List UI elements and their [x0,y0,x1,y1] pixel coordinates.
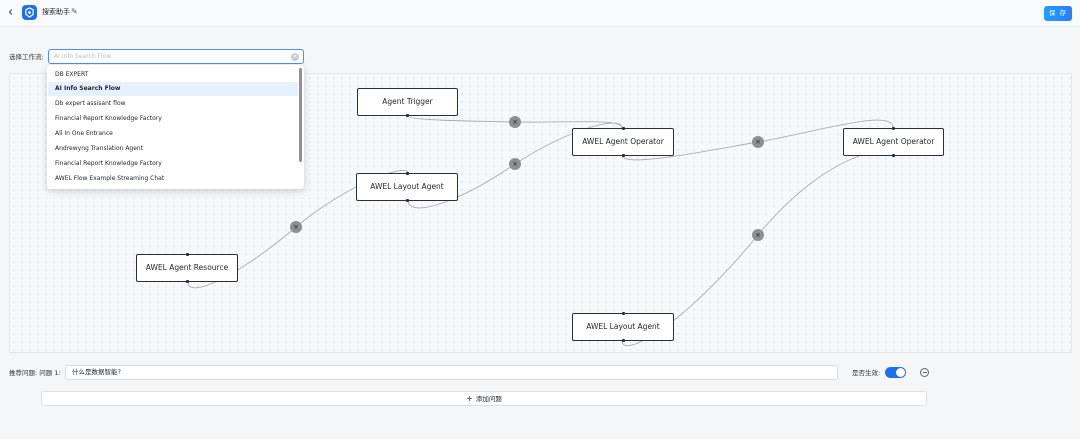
node-input-handle[interactable] [621,127,625,130]
node-output-handle[interactable] [621,154,625,157]
edge-delete-button[interactable]: × [509,116,521,128]
workflow-option[interactable]: Andrewyng Translation Agent [55,145,144,152]
minus-circle-icon[interactable] [920,368,929,377]
node-output-handle[interactable] [892,154,895,157]
active-label: 是否生效: [852,369,881,377]
question-label: 推荐问题: 问题 1: [9,369,61,377]
workflow-option[interactable]: DB EXPERT [55,71,89,78]
node-input-handle[interactable] [405,172,409,175]
active-toggle[interactable] [885,367,906,378]
node-input-handle[interactable] [621,312,625,315]
clear-circle-icon[interactable]: × [291,53,299,61]
node-label: AWEL Agent Resource [145,263,229,272]
pencil-icon[interactable]: ✎ [71,7,78,16]
app-logo-icon [22,5,37,20]
workflow-select[interactable]: AI Info Search Flow × [48,49,304,64]
node-output-handle[interactable] [405,199,409,202]
add-question-label: 添加问题 [475,395,502,403]
node-output-handle[interactable] [406,114,409,117]
app-title: 搜索助手 [42,8,70,16]
workflow-option[interactable]: AWEL Flow Example Streaming Chat [55,175,165,182]
workflow-select-placeholder: AI Info Search Flow [54,53,112,60]
node-awel-layout-agent-2[interactable]: AWEL Layout Agent [572,312,674,342]
workflow-option[interactable]: Financial Report Knowledge Factory [55,115,162,122]
node-input-handle[interactable] [185,253,189,256]
node-awel-agent-operator-2[interactable]: AWEL Agent Operator [843,127,944,157]
question-input[interactable]: 什么是数据智能? [65,365,838,380]
node-input-handle[interactable] [892,127,895,130]
workflow-option[interactable]: Financial Report Knowledge Factory [55,160,162,167]
node-agent-trigger[interactable]: Agent Trigger [357,88,458,117]
workflow-dropdown: DB EXPERT AI Info Search Flow Db expert … [47,65,304,189]
header-bar: ‹ 搜索助手 ✎ 保 存 [0,0,1080,27]
plus-icon: + [466,394,473,403]
node-awel-layout-agent-1[interactable]: AWEL Layout Agent [356,172,458,202]
node-label: AWEL Agent Operator [582,137,664,146]
edge-delete-button[interactable]: × [752,229,764,241]
node-label: Agent Trigger [382,97,433,106]
save-button[interactable]: 保 存 [1044,6,1072,21]
edge-delete-button[interactable]: × [290,221,302,233]
workflow-option[interactable]: Db expert assisant flow [55,100,126,107]
node-label: AWEL Layout Agent [586,322,660,331]
node-awel-agent-resource[interactable]: AWEL Agent Resource [136,253,238,283]
node-label: AWEL Agent Operator [852,137,935,146]
chevron-left-icon[interactable]: ‹ [8,5,14,20]
dropdown-scrollbar[interactable] [299,68,302,162]
node-label: AWEL Layout Agent [370,182,444,191]
add-question-button[interactable]: +添加问题 [41,391,927,406]
toggle-knob [896,368,905,377]
edge-delete-button[interactable]: × [509,158,521,170]
node-awel-agent-operator-1[interactable]: AWEL Agent Operator [572,127,674,157]
workflow-option[interactable]: All In One Entrance [55,130,113,137]
workflow-label: 选择工作流: [9,53,44,61]
node-output-handle[interactable] [621,339,625,342]
workflow-option-selected[interactable]: AI Info Search Flow [48,82,298,96]
edge-delete-button[interactable]: × [752,136,764,148]
node-output-handle[interactable] [185,280,189,283]
